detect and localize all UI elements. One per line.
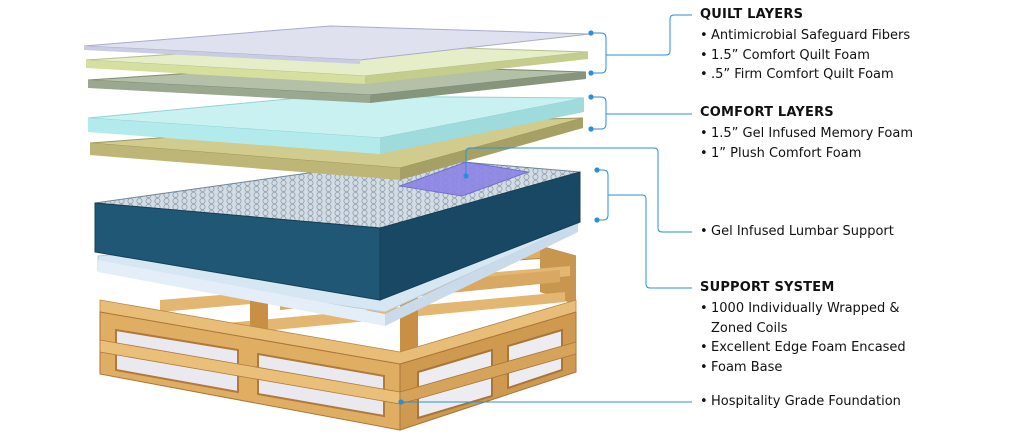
quilt-foam-side bbox=[365, 52, 588, 84]
bullet-icon: • bbox=[700, 340, 708, 356]
callout-support-system: SUPPORT SYSTEM •1000 Individually Wrappe… bbox=[700, 280, 906, 377]
support-bracket bbox=[597, 169, 609, 221]
leader-endpoints bbox=[398, 30, 600, 405]
leader-dot bbox=[588, 30, 594, 36]
coil-unit bbox=[94, 157, 581, 301]
callout-item: •1.5” Gel Infused Memory Foam bbox=[700, 124, 913, 144]
leader-dot bbox=[463, 173, 469, 179]
plush-foam-side bbox=[400, 118, 583, 180]
callout-item: •1000 Individually Wrapped & bbox=[700, 299, 906, 319]
bullet-icon: • bbox=[700, 145, 708, 161]
bullet-icon: • bbox=[700, 394, 708, 409]
leader-dot bbox=[398, 399, 404, 405]
firm-foam-side bbox=[370, 72, 586, 103]
firm-foam-front bbox=[88, 80, 370, 103]
gel-memory-foam-layer bbox=[87, 95, 585, 154]
quilt-foam-front bbox=[86, 60, 365, 84]
callout-item: •1.5” Comfort Quilt Foam bbox=[700, 46, 910, 66]
callout-heading: COMFORT LAYERS bbox=[700, 105, 834, 120]
callout-lumbar-support: •Gel Infused Lumbar Support bbox=[700, 222, 894, 242]
comfort-bracket bbox=[591, 96, 607, 130]
callout-heading: QUILT LAYERS bbox=[700, 7, 804, 22]
callout-foundation: •Hospitality Grade Foundation bbox=[700, 392, 901, 412]
callout-item: •1” Plush Comfort Foam bbox=[700, 144, 913, 164]
quilt-bracket bbox=[591, 32, 607, 74]
leader-dot bbox=[588, 126, 594, 132]
callout-item: •Hospitality Grade Foundation bbox=[700, 392, 901, 412]
bullet-icon: • bbox=[700, 224, 708, 239]
callout-heading: SUPPORT SYSTEM bbox=[700, 280, 835, 295]
callout-item: •Gel Infused Lumbar Support bbox=[700, 222, 894, 242]
leader-dot bbox=[594, 217, 600, 223]
support-leader bbox=[608, 194, 692, 289]
callout-quilt-layers: QUILT LAYERS •Antimicrobial Safeguard Fi… bbox=[700, 7, 910, 85]
lumbar-gel-pad bbox=[398, 161, 530, 197]
quilt-leader bbox=[606, 14, 692, 56]
callout-item: •Excellent Edge Foam Encased bbox=[700, 338, 906, 358]
callout-item: •Antimicrobial Safeguard Fibers bbox=[700, 26, 910, 46]
leader-dot bbox=[594, 167, 600, 173]
bullet-icon: • bbox=[700, 359, 708, 375]
leader-dot bbox=[588, 94, 594, 100]
leader-lines bbox=[401, 14, 692, 403]
gel-foam-front bbox=[88, 118, 380, 154]
lumbar-leader bbox=[465, 147, 692, 233]
callout-item-continuation: Zoned Coils bbox=[711, 320, 788, 336]
bullet-icon: • bbox=[700, 28, 708, 43]
foam-base-side bbox=[385, 222, 578, 326]
callout-item: •Foam Base bbox=[700, 358, 906, 378]
bullet-icon: • bbox=[700, 126, 708, 141]
bullet-icon: • bbox=[700, 67, 708, 83]
leader-dot bbox=[588, 70, 594, 76]
plush-foam-front bbox=[90, 143, 400, 180]
gel-foam-side bbox=[380, 98, 584, 154]
bullet-icon: • bbox=[700, 47, 708, 63]
callout-item: •.5” Firm Comfort Quilt Foam bbox=[700, 65, 910, 85]
fiber-front bbox=[84, 46, 360, 64]
bullet-icon: • bbox=[700, 301, 708, 316]
foam-base-front bbox=[98, 260, 385, 326]
coil-unit-side bbox=[379, 171, 581, 301]
callout-comfort-layers: COMFORT LAYERS •1.5” Gel Infused Memory … bbox=[700, 105, 913, 163]
